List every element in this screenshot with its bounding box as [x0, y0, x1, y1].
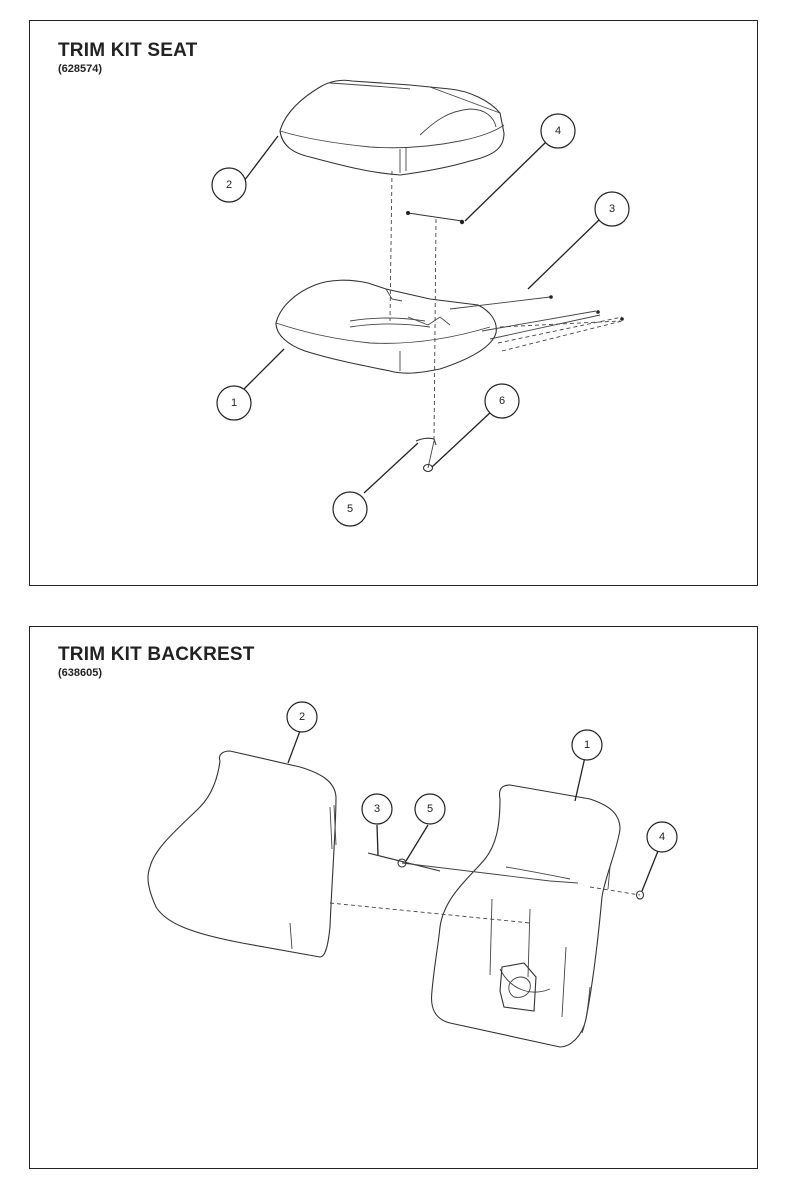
seat-cushion-top — [279, 79, 505, 176]
backrest-title: TRIM KIT BACKREST — [58, 644, 255, 665]
seat-fasteners-part-5-6 — [415, 437, 437, 473]
callout-seat-4: 4 — [540, 113, 576, 149]
leader-seat-2 — [243, 135, 279, 182]
callout-back-4: 4 — [646, 821, 678, 853]
leader-back-4 — [641, 850, 659, 892]
seat-pan — [275, 279, 497, 374]
backrest-exploded-diagram: 2 1 3 5 4 — [147, 701, 678, 1048]
svg-text:3: 3 — [374, 803, 380, 815]
svg-text:5: 5 — [427, 803, 433, 815]
backrest-part-number: (638605) — [58, 667, 103, 679]
leader-back-1 — [574, 756, 586, 802]
callout-seat-3: 3 — [594, 191, 630, 227]
leader-back-2 — [287, 730, 301, 764]
backrest-rods — [329, 852, 645, 924]
svg-text:5: 5 — [347, 503, 353, 515]
leader-seat-5 — [363, 442, 419, 494]
leader-seat-6 — [431, 410, 493, 468]
seat-part-number: (628574) — [58, 63, 103, 75]
svg-text:2: 2 — [299, 711, 305, 723]
callout-seat-2: 2 — [211, 167, 247, 203]
trim-kit-backrest-panel: TRIM KIT BACKREST (638605) — [29, 626, 758, 1169]
seat-rods-part-3 — [449, 295, 624, 352]
callout-back-1: 1 — [571, 729, 603, 761]
svg-text:4: 4 — [659, 831, 665, 843]
leader-back-5 — [405, 824, 429, 862]
svg-text:6: 6 — [499, 395, 505, 407]
seat-title: TRIM KIT SEAT — [58, 40, 198, 61]
leader-back-3 — [376, 824, 379, 856]
callout-back-3: 3 — [361, 793, 393, 825]
seat-exploded-diagram: 2 4 3 1 6 5 — [211, 79, 630, 527]
callout-seat-6: 6 — [484, 383, 520, 419]
svg-text:1: 1 — [231, 397, 237, 409]
leader-seat-3 — [527, 218, 601, 290]
backrest-cover — [147, 750, 337, 958]
callout-seat-5: 5 — [332, 491, 368, 527]
seat-rod-part-4 — [406, 211, 465, 225]
callout-seat-1: 1 — [216, 385, 252, 421]
callout-back-2: 2 — [286, 701, 318, 733]
leader-seat-1 — [241, 348, 285, 392]
callout-back-5: 5 — [414, 793, 446, 825]
svg-text:4: 4 — [555, 125, 561, 137]
backrest-frame — [430, 784, 621, 1048]
svg-text:1: 1 — [584, 739, 590, 751]
seat-assembly-line-b — [433, 218, 437, 442]
svg-text:2: 2 — [226, 179, 232, 191]
svg-text:3: 3 — [609, 203, 615, 215]
leader-seat-4 — [464, 140, 548, 222]
trim-kit-seat-panel: TRIM KIT SEAT (628574) — [29, 20, 758, 586]
